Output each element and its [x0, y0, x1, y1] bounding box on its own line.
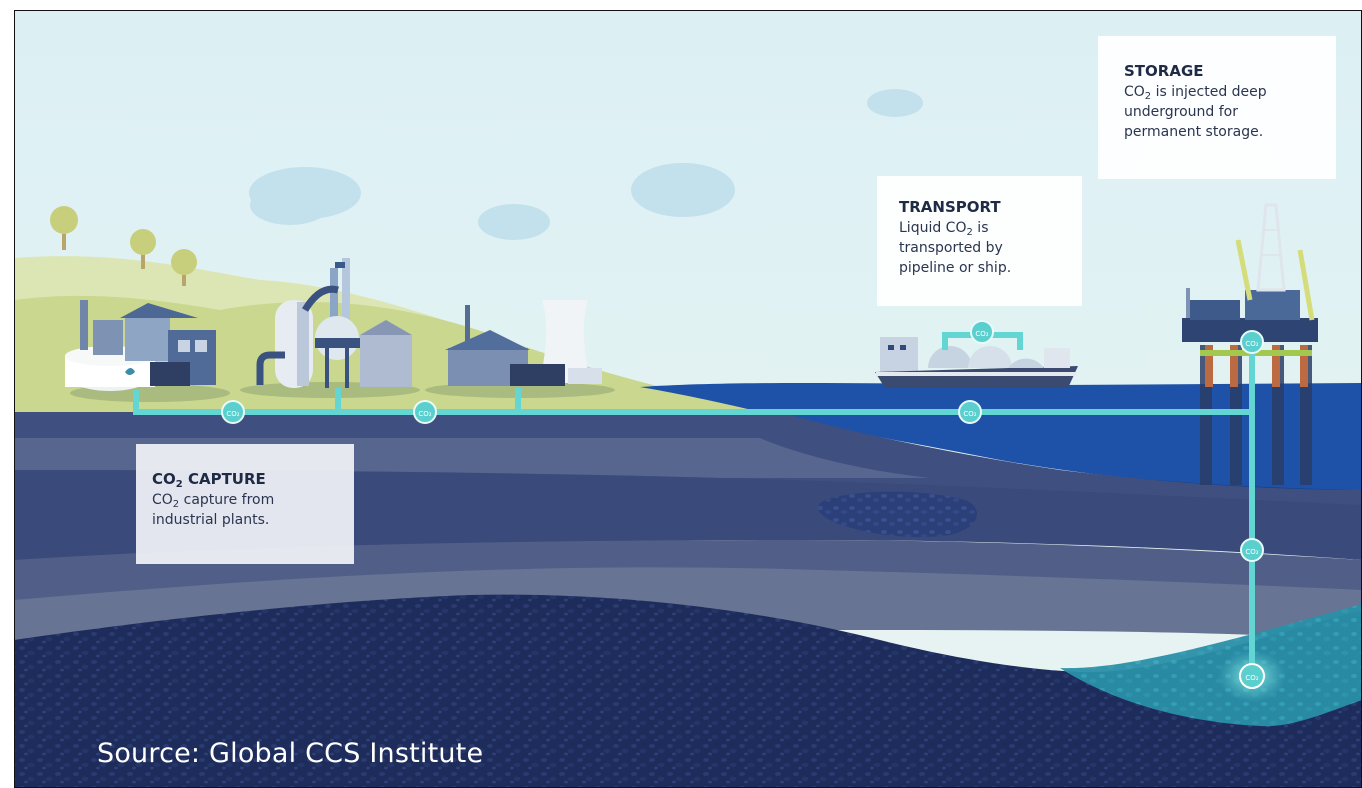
trees	[50, 206, 197, 286]
storage-description: CO2 is injected deep underground for per…	[1124, 82, 1320, 142]
co2-badge: CO₂	[413, 400, 437, 424]
capture-desc-co: CO	[152, 492, 173, 508]
co2-badge: CO₂	[958, 400, 982, 424]
co2-badge: CO₂	[1239, 663, 1265, 689]
capture-title-sub: 2	[175, 479, 183, 490]
source-caption: Source: Global CCS Institute	[97, 738, 484, 769]
transport-desc-line2: transported by	[899, 240, 1003, 256]
capture-desc-line2: industrial plants.	[152, 512, 270, 528]
transport-desc-line3: pipeline or ship.	[899, 260, 1012, 276]
co2-badge: CO₂	[1240, 330, 1264, 354]
svg-text:CO₂: CO₂	[975, 330, 988, 338]
capture-desc-sub: 2	[172, 499, 180, 510]
transport-desc-prefix: Liquid CO	[899, 220, 967, 236]
svg-text:CO₂: CO₂	[1245, 674, 1258, 682]
transport-desc-sub: 2	[966, 227, 973, 238]
capture-desc-line1: capture from	[179, 492, 275, 508]
storage-label-box: STORAGE CO2 is injected deep underground…	[1098, 36, 1336, 179]
capture-title-rest: CAPTURE	[182, 470, 266, 488]
capture-title: CO2 CAPTURE	[152, 470, 340, 490]
transport-label-box: TRANSPORT Liquid CO2 is transported by p…	[877, 176, 1082, 306]
svg-text:CO₂: CO₂	[1245, 548, 1258, 556]
co2-badge: CO₂	[970, 320, 994, 344]
co2-badge: CO₂	[221, 400, 245, 424]
svg-text:CO₂: CO₂	[1245, 340, 1258, 348]
capture-description: CO2 capture from industrial plants.	[152, 490, 340, 530]
capture-title-co: CO	[152, 470, 176, 488]
storage-desc-line3: permanent storage.	[1124, 124, 1264, 140]
clouds	[249, 89, 923, 240]
deep-rock	[14, 594, 1362, 788]
rock-pocket	[818, 491, 977, 538]
industrial-plants	[65, 258, 615, 402]
storage-title: STORAGE	[1124, 62, 1204, 80]
storage-desc-co: CO	[1124, 84, 1145, 100]
storage-desc-sub: 2	[1144, 91, 1152, 102]
storage-desc-line2: underground for	[1124, 104, 1238, 120]
svg-text:CO₂: CO₂	[418, 410, 431, 418]
storage-desc-line1: is injected deep	[1151, 84, 1267, 100]
svg-text:CO₂: CO₂	[226, 410, 239, 418]
co2-pipeline	[133, 345, 1255, 676]
ship	[875, 332, 1078, 388]
storage-reservoir	[1060, 604, 1362, 727]
svg-text:CO₂: CO₂	[963, 410, 976, 418]
transport-title: TRANSPORT	[899, 198, 1001, 216]
co2-badges: CO₂ CO₂ CO₂ CO₂ CO₂ CO₂ CO₂	[221, 320, 1265, 689]
co2-badge: CO₂	[1240, 538, 1264, 562]
capture-label-box: CO2 CAPTURE CO2 capture from industrial …	[136, 444, 354, 564]
transport-desc-line1: is	[972, 220, 989, 236]
transport-description: Liquid CO2 is transported by pipeline or…	[899, 218, 1068, 278]
